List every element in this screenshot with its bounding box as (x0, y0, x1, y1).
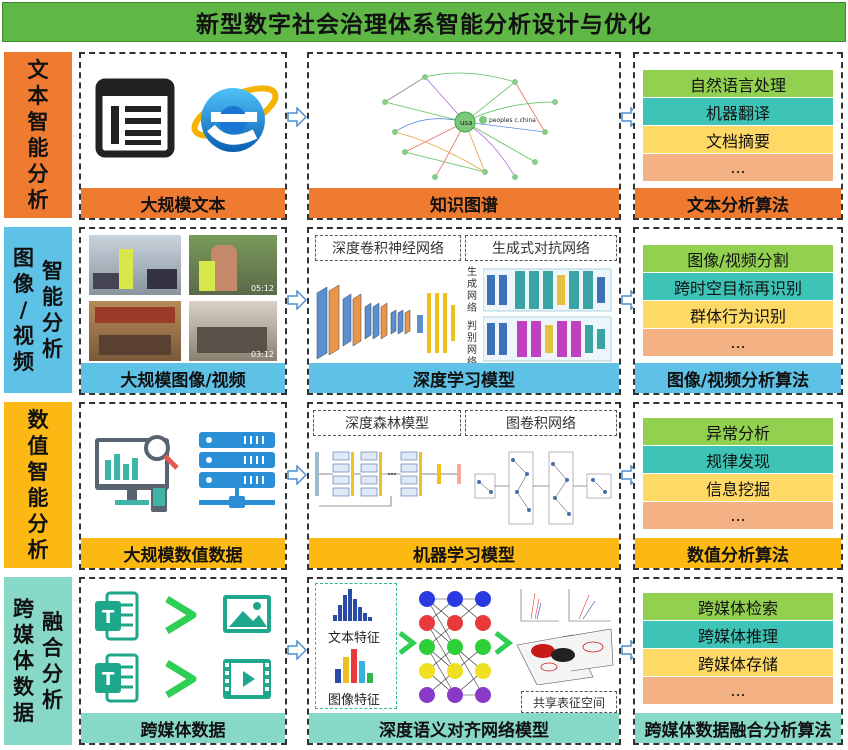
machine-learning-bar: 机器学习模型 (309, 538, 619, 568)
arrow-right-icon (287, 107, 307, 127)
chevron-right-icon (398, 631, 417, 655)
gcn-diagram (474, 451, 612, 525)
row-label-image: 图 像 / 视 频 智 能 分 析 (4, 227, 72, 393)
numeric-input-bar: 大规模数值数据 (81, 538, 285, 568)
kg-node-china: peoples c.china (489, 117, 536, 124)
generator-label: 生成网络 (467, 267, 477, 314)
alg-item: 自然语言处理 (643, 70, 833, 97)
machine-learning-box: 深度森林模型 图卷积网络 (307, 402, 621, 570)
alg-item: 机器翻译 (643, 98, 833, 125)
main-title: 新型数字社会治理体系智能分析设计与优化 (2, 2, 846, 42)
image-input-box: 05:12 03:12 大规模图像/视频 (79, 227, 287, 395)
text-algorithm-bar: 文本分析算法 (635, 188, 841, 218)
cnn-diagram (316, 284, 455, 360)
alg-item: 跨媒体存储 (643, 649, 833, 676)
text-feature-histogram (333, 589, 372, 621)
image-feature-label: 图像特征 (327, 693, 380, 708)
alg-item: 文档摘要 (643, 126, 833, 153)
knowledge-graph-image: usa peoples c.china (382, 72, 558, 180)
row-label-crossmedia: 跨 媒 体 数 据 融 合 分 析 (4, 577, 72, 745)
image-input-bar: 大规模图像/视频 (81, 363, 285, 393)
alg-item: 跨时空目标再识别 (643, 273, 833, 300)
deep-learning-box: 深度卷积神经网络 生成式对抗网络 生成网络 判别网络 深度 (307, 227, 621, 395)
arrow-right-icon (287, 465, 307, 485)
cnn-label: 深度卷积神经网络 (315, 235, 461, 261)
svg-text:T: T (102, 607, 115, 628)
alg-item: ... (643, 154, 833, 181)
image-algorithm-box: 图像/视频分割 跨时空目标再识别 群体行为识别 ... 图像/视频分析算法 (633, 227, 843, 395)
feature-panel (315, 583, 397, 709)
shared-space-plot (516, 589, 614, 685)
photo-traffic-police (89, 235, 181, 295)
neural-network-diagram (419, 591, 491, 703)
document-icon (95, 78, 175, 158)
alg-item: 信息挖掘 (643, 474, 833, 501)
semantic-alignment-box: 文本特征 图像特征 (307, 577, 621, 745)
server-stack-icon (199, 432, 275, 508)
kg-node-usa: usa (460, 119, 472, 127)
deep-forest-label: 深度森林模型 (313, 410, 461, 436)
chevron-right-icon (494, 631, 513, 655)
text-algorithm-box: 自然语言处理 机器翻译 文档摘要 ... 文本分析算法 (633, 52, 843, 220)
browser-e-icon (191, 85, 279, 152)
alg-item: 跨媒体推理 (643, 621, 833, 648)
video-timestamp: 05:12 (250, 284, 274, 293)
discriminator-label: 判别网络 (467, 321, 477, 368)
chevron-right-icon (165, 596, 197, 634)
svg-text:T: T (102, 669, 115, 690)
text-feature-label: 文本特征 (327, 631, 380, 646)
crossmedia-input-bar: 跨媒体数据 (81, 713, 285, 743)
numeric-input-box: 大规模数值数据 (79, 402, 287, 570)
semantic-alignment-bar: 深度语义对齐网络模型 (309, 713, 619, 743)
gcn-label: 图卷积网络 (465, 410, 617, 436)
deep-learning-bar: 深度学习模型 (309, 363, 619, 393)
deep-forest-diagram (315, 451, 461, 507)
row-label-numeric: 数 值 智 能 分 析 (4, 402, 72, 568)
knowledge-graph-box: usa peoples c.china 知识图谱 (307, 52, 621, 220)
knowledge-graph-bar: 知识图谱 (309, 188, 619, 218)
row-label-text: 文 本 智 能 分 析 (4, 52, 72, 218)
arrow-right-icon (287, 640, 307, 660)
video-file-icon (223, 659, 271, 699)
text-file-icon: T (95, 653, 139, 703)
alg-item: 规律发现 (643, 446, 833, 473)
video-timestamp: 03:12 (250, 350, 274, 359)
gan-label: 生成式对抗网络 (465, 235, 617, 261)
arrow-right-icon (287, 290, 307, 310)
alg-item: ... (643, 502, 833, 529)
numeric-algorithm-box: 异常分析 规律发现 信息挖掘 ... 数值分析算法 (633, 402, 843, 570)
photo-meeting-room: 03:12 (189, 301, 277, 361)
image-file-icon (223, 595, 271, 633)
numeric-algorithm-bar: 数值分析算法 (635, 538, 841, 568)
image-algorithm-bar: 图像/视频分析算法 (635, 363, 841, 393)
shared-space-label: 共享表征空间 (521, 691, 617, 713)
photo-street-scene: 05:12 (189, 235, 277, 295)
text-file-icon: T (95, 591, 139, 641)
crossmedia-input-box: T T 跨媒体数据 (79, 577, 287, 745)
alg-item: ... (643, 329, 833, 356)
crossmedia-algorithm-box: 跨媒体检索 跨媒体推理 跨媒体存储 ... 跨媒体数据融合分析算法 (633, 577, 843, 745)
analytics-monitor-icon (95, 435, 179, 512)
alg-item: 图像/视频分割 (643, 245, 833, 272)
gan-diagram (483, 268, 612, 362)
photo-court-room (89, 301, 181, 361)
text-input-bar: 大规模文本 (81, 188, 285, 218)
alg-item: ... (643, 677, 833, 704)
alg-item: 异常分析 (643, 418, 833, 445)
text-input-box: 大规模文本 (79, 52, 287, 220)
alg-item: 跨媒体检索 (643, 593, 833, 620)
chevron-right-icon (165, 660, 197, 698)
image-feature-histogram (335, 649, 373, 683)
crossmedia-algorithm-bar: 跨媒体数据融合分析算法 (635, 713, 841, 743)
alg-item: 群体行为识别 (643, 301, 833, 328)
